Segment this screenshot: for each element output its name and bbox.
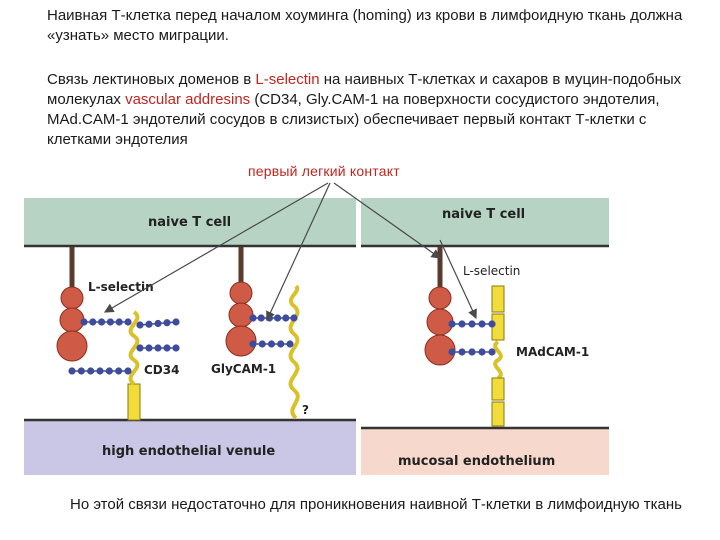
sugar-bead (136, 321, 143, 328)
sugar-bead (277, 340, 284, 347)
left-l-selectin-label: L-selectin (88, 280, 154, 294)
right-l-selectin-label: L-selectin (463, 264, 520, 278)
sugar-bead (478, 348, 485, 355)
sugar-bead (448, 320, 455, 327)
sugar-bead (448, 348, 455, 355)
sugar-bead (78, 367, 85, 374)
sugar-bead (282, 314, 289, 321)
sugar-bead (259, 340, 266, 347)
sugar-bead (249, 340, 256, 347)
mucosal-label: mucosal endothelium (398, 454, 555, 469)
sugar-bead (136, 344, 143, 351)
sugar-bead (274, 314, 281, 321)
sugar-bead (488, 320, 495, 327)
sugar-bead (96, 367, 103, 374)
sugar-bead (488, 348, 495, 355)
sugar-bead (172, 318, 179, 325)
sugar-bead (249, 314, 256, 321)
sugar-bead (258, 314, 265, 321)
sugar-bead (145, 344, 152, 351)
conclusion-text: Но этой связи недостаточно для проникнов… (70, 495, 690, 515)
hev-label: high endothelial venule (102, 444, 275, 459)
left-panel: naive T cell high endothelial venule L-s… (24, 198, 356, 475)
sugar-bead (124, 367, 131, 374)
glycam1-label: GlyCAM-1 (211, 362, 276, 376)
sugar-bead (478, 320, 485, 327)
sugar-bead (145, 321, 152, 328)
sugar-bead (98, 318, 105, 325)
sugar-bead (124, 318, 131, 325)
sugar-bead (458, 320, 465, 327)
sugar-bead (468, 348, 475, 355)
sugar-bead (87, 367, 94, 374)
sugar-bead (116, 318, 123, 325)
sugar-bead (290, 314, 297, 321)
sugar-bead (107, 318, 114, 325)
sugar-bead (286, 340, 293, 347)
sugar-bead (163, 319, 170, 326)
sugar-bead (154, 344, 161, 351)
sugar-bead (115, 367, 122, 374)
sugar-bead (154, 320, 161, 327)
question-mark: ? (302, 403, 309, 417)
right-panel: naive T cell mucosal endothelium L-selec… (361, 198, 609, 475)
cd34-label: CD34 (144, 363, 179, 377)
right-tcell-band (361, 198, 609, 246)
madcam1-label: MAdCAM-1 (516, 345, 589, 359)
sugar-bead (89, 318, 96, 325)
sugar-bead (68, 367, 75, 374)
sugar-bead (163, 344, 170, 351)
sugar-bead (468, 320, 475, 327)
right-naive-tcell-label: naive T cell (442, 207, 525, 222)
left-naive-tcell-label: naive T cell (148, 215, 231, 230)
sugar-bead (458, 348, 465, 355)
sugar-bead (172, 344, 179, 351)
sugar-bead (80, 318, 87, 325)
sugar-bead (268, 340, 275, 347)
sugar-bead (106, 367, 113, 374)
